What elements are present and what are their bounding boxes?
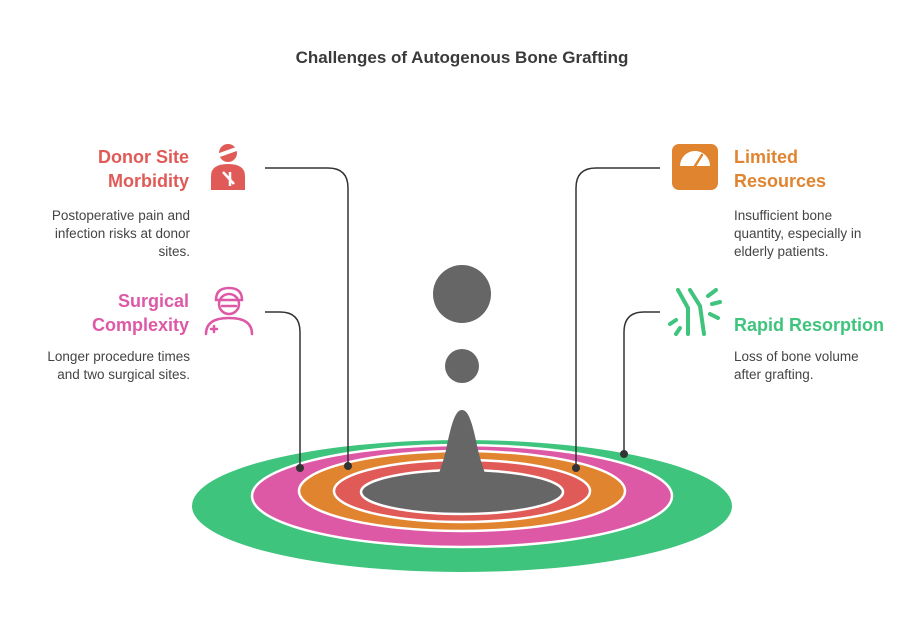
droplet-large xyxy=(433,265,491,323)
connector-dot-donor xyxy=(344,462,352,470)
scale-icon xyxy=(672,144,718,190)
splash-peak xyxy=(396,410,528,500)
limited-resources-heading: Limited Resources xyxy=(734,147,827,191)
connector-dot-rapid xyxy=(620,450,628,458)
donor-site-heading: Donor Site Morbidity xyxy=(97,147,189,191)
droplet-small xyxy=(445,349,479,383)
page-title: Challenges of Autogenous Bone Grafting xyxy=(295,48,629,67)
connector-donor xyxy=(265,167,349,466)
connector-dot-surgical xyxy=(296,464,304,472)
rapid-resorption-description: Loss of bone volume after grafting. xyxy=(734,349,859,382)
connector-rapid xyxy=(623,311,660,454)
limited-resources-description: Insufficient bone quantity, especially i… xyxy=(734,208,862,259)
surgical-complexity-description: Longer procedure times and two surgical … xyxy=(47,349,190,382)
bone-joint-icon xyxy=(668,288,722,336)
connector-limited xyxy=(575,167,660,468)
connector-dot-limited xyxy=(572,464,580,472)
donor-site-description: Postoperative pain and infection risks a… xyxy=(51,208,190,259)
surgical-complexity-heading: Surgical Complexity xyxy=(91,291,189,335)
surgeon-icon xyxy=(204,286,254,336)
injured-person-icon xyxy=(211,144,245,190)
connector-surgical xyxy=(265,311,301,468)
rapid-resorption-heading: Rapid Resorption xyxy=(734,315,885,335)
